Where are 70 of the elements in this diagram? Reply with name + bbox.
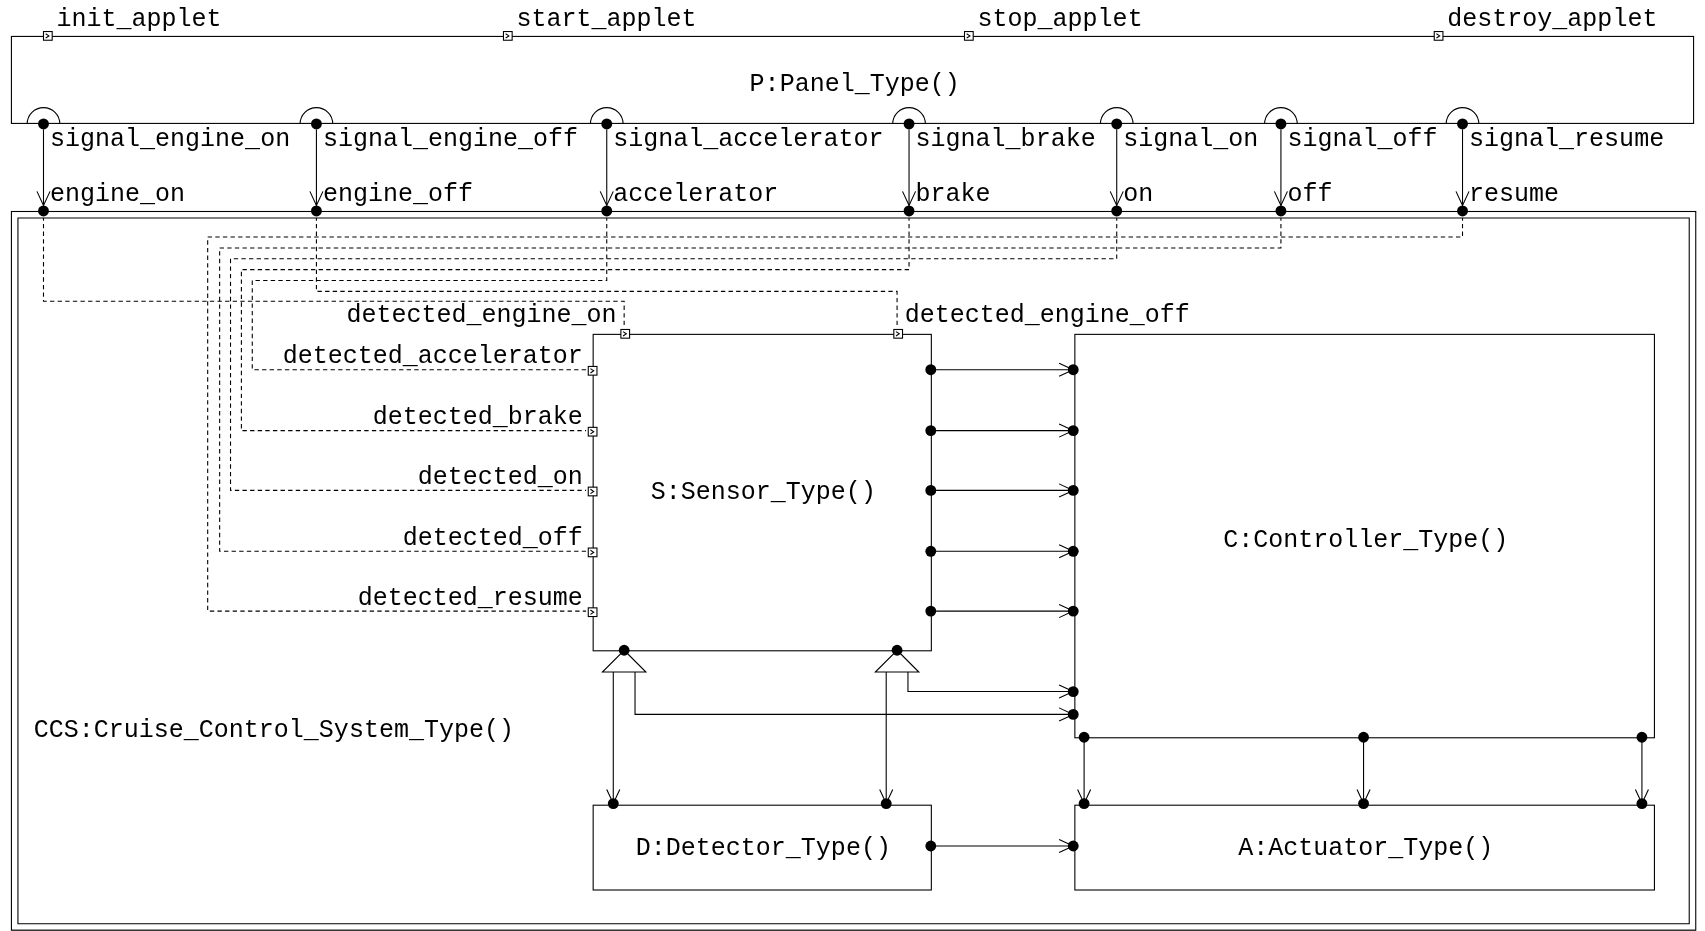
connector-arrow [1109,128,1124,207]
connector-arrow [901,128,917,207]
connector-arrow [599,128,614,207]
component-name: D:Detector_Type() [635,834,891,863]
port-square-icon [42,30,54,42]
port-label: start_applet [516,5,697,34]
port-square-icon [619,328,631,340]
port-dot-icon [38,205,49,217]
port-dot-icon [1111,205,1123,217]
port-label: signal_resume [1469,125,1665,154]
connector-arrow [907,671,1080,699]
port-label: on [1123,180,1154,209]
port-label: detected_accelerator [282,342,583,371]
port-label: resume [1469,180,1560,209]
port-square-icon [587,486,599,497]
system-box [10,210,1697,931]
port-label: signal_engine_off [322,125,579,154]
connector-arrow [925,838,1080,854]
port-square-icon [587,606,599,618]
port-label: detected_brake [372,403,583,432]
connector-arrow [36,128,51,207]
connector-arrow [1634,731,1649,810]
port-square-icon [587,546,599,558]
port-label: accelerator [613,180,779,209]
port-label: detected_on [417,463,583,492]
port-dot-icon [1275,205,1287,217]
port-square-icon [892,328,904,340]
port-label: engine_on [50,180,186,209]
connector-arrow [606,671,621,810]
component-name: P:Panel_Type() [749,70,960,99]
port-label: stop_applet [977,5,1143,34]
component-name: S:Sensor_Type() [650,478,876,507]
port-square-icon [963,30,975,42]
port-square-icon [587,365,599,377]
port-dot-icon [311,205,322,217]
connector-arrow [925,423,1080,438]
port-label: destroy_applet [1447,5,1658,34]
port-label: brake [915,180,991,209]
port-label: signal_engine_on [50,125,291,154]
port-square-icon [1433,30,1445,42]
port-label: off [1287,180,1333,209]
connector-arrow [1356,731,1371,810]
component-name: C:Controller_Type() [1223,526,1509,555]
port-square-icon [502,30,514,42]
port-label: signal_accelerator [613,125,884,154]
system-name: CCS:Cruise_Control_System_Type() [33,716,514,745]
connector-arrow [925,544,1080,559]
port-label: detected_engine_on [346,301,617,330]
port-label: signal_brake [915,125,1096,154]
connector-arrow [925,362,1080,377]
connector-arrow [879,671,894,810]
port-label: detected_engine_off [904,301,1190,330]
connector-arrow [634,671,1080,722]
connector-arrow [925,483,1080,498]
port-label: detected_off [402,524,583,553]
port-label: detected_resume [357,583,583,613]
connector-arrow [1077,731,1092,810]
connector-arrow [1455,128,1470,207]
port-dot-icon [1457,205,1468,217]
port-dot-icon [601,205,613,217]
port-dot-icon [903,205,915,217]
component-name: A:Actuator_Type() [1238,834,1494,863]
port-square-icon [587,426,599,438]
connector-arrow [309,128,324,207]
connector-arrow [925,604,1080,619]
connector-arrow [1273,128,1288,207]
port-label: signal_on [1123,125,1259,154]
port-label: engine_off [322,180,474,209]
port-label: init_applet [56,5,222,34]
port-label: signal_off [1287,125,1438,154]
